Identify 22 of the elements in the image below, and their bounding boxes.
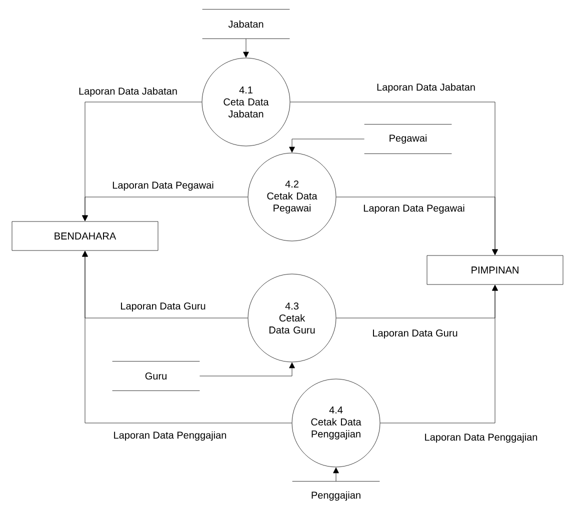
edge-label: Laporan Data Pegawai (112, 181, 214, 191)
data-store: Pegawai (364, 124, 452, 154)
edge-label: Laporan Data Penggajian (114, 431, 226, 441)
entity-box: PIMPINAN (426, 255, 564, 285)
arrow (336, 196, 498, 256)
arrow (243, 38, 249, 58)
arrow (289, 138, 364, 153)
edge-label: Laporan Data Jabatan (79, 87, 177, 97)
data-store: Jabatan (202, 9, 290, 39)
arrow (200, 362, 295, 376)
arrow (82, 250, 292, 424)
edge-label: Laporan Data Guru (121, 302, 206, 312)
arrow (82, 196, 248, 222)
edge-label: Laporan Data Penggajian (425, 433, 538, 443)
arrow (333, 467, 339, 482)
edge-label: Laporan Data Pegawai (364, 204, 464, 214)
entity-box: BENDAHARA (12, 221, 158, 251)
data-store: Guru (112, 361, 200, 391)
edge-label: Laporan Data Jabatan (377, 83, 475, 93)
data-store: Penggajian (292, 481, 380, 501)
arrow (380, 284, 498, 424)
edge-label: Laporan Data Guru (373, 329, 458, 339)
